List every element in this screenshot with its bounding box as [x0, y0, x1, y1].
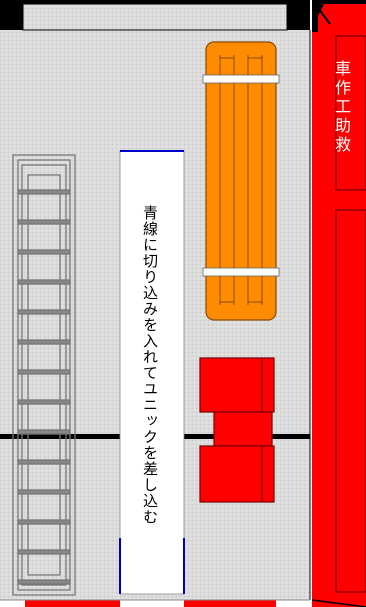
ladder-rung	[17, 309, 71, 315]
ladder-rung	[17, 489, 71, 495]
insertion-board	[119, 150, 185, 595]
ladder-rung	[17, 399, 71, 405]
ladder-rung	[17, 369, 71, 375]
vehicle-body	[311, 0, 366, 607]
orange-board-icon	[202, 41, 280, 321]
ladder-rung	[17, 429, 71, 435]
ladder-rung	[17, 249, 71, 255]
ladder-rung	[17, 279, 71, 285]
ladder-rung	[17, 459, 71, 465]
bottom-strip-right	[184, 600, 276, 607]
instruction-text: 青線に切り込みを入れてユニックを差し込む	[141, 205, 159, 525]
ladder-rung	[17, 219, 71, 225]
top-opening	[22, 3, 288, 31]
vehicle-label: 車作工助救	[332, 60, 351, 155]
ladder-rung	[17, 339, 71, 345]
ladder-icon	[12, 154, 76, 596]
ladder-rung	[17, 189, 71, 195]
ladder-rung	[17, 549, 71, 555]
ladder-rung	[17, 519, 71, 525]
red-bag-icon	[199, 357, 275, 503]
ladder-rung	[17, 579, 71, 585]
bottom-strip-left	[25, 600, 120, 607]
